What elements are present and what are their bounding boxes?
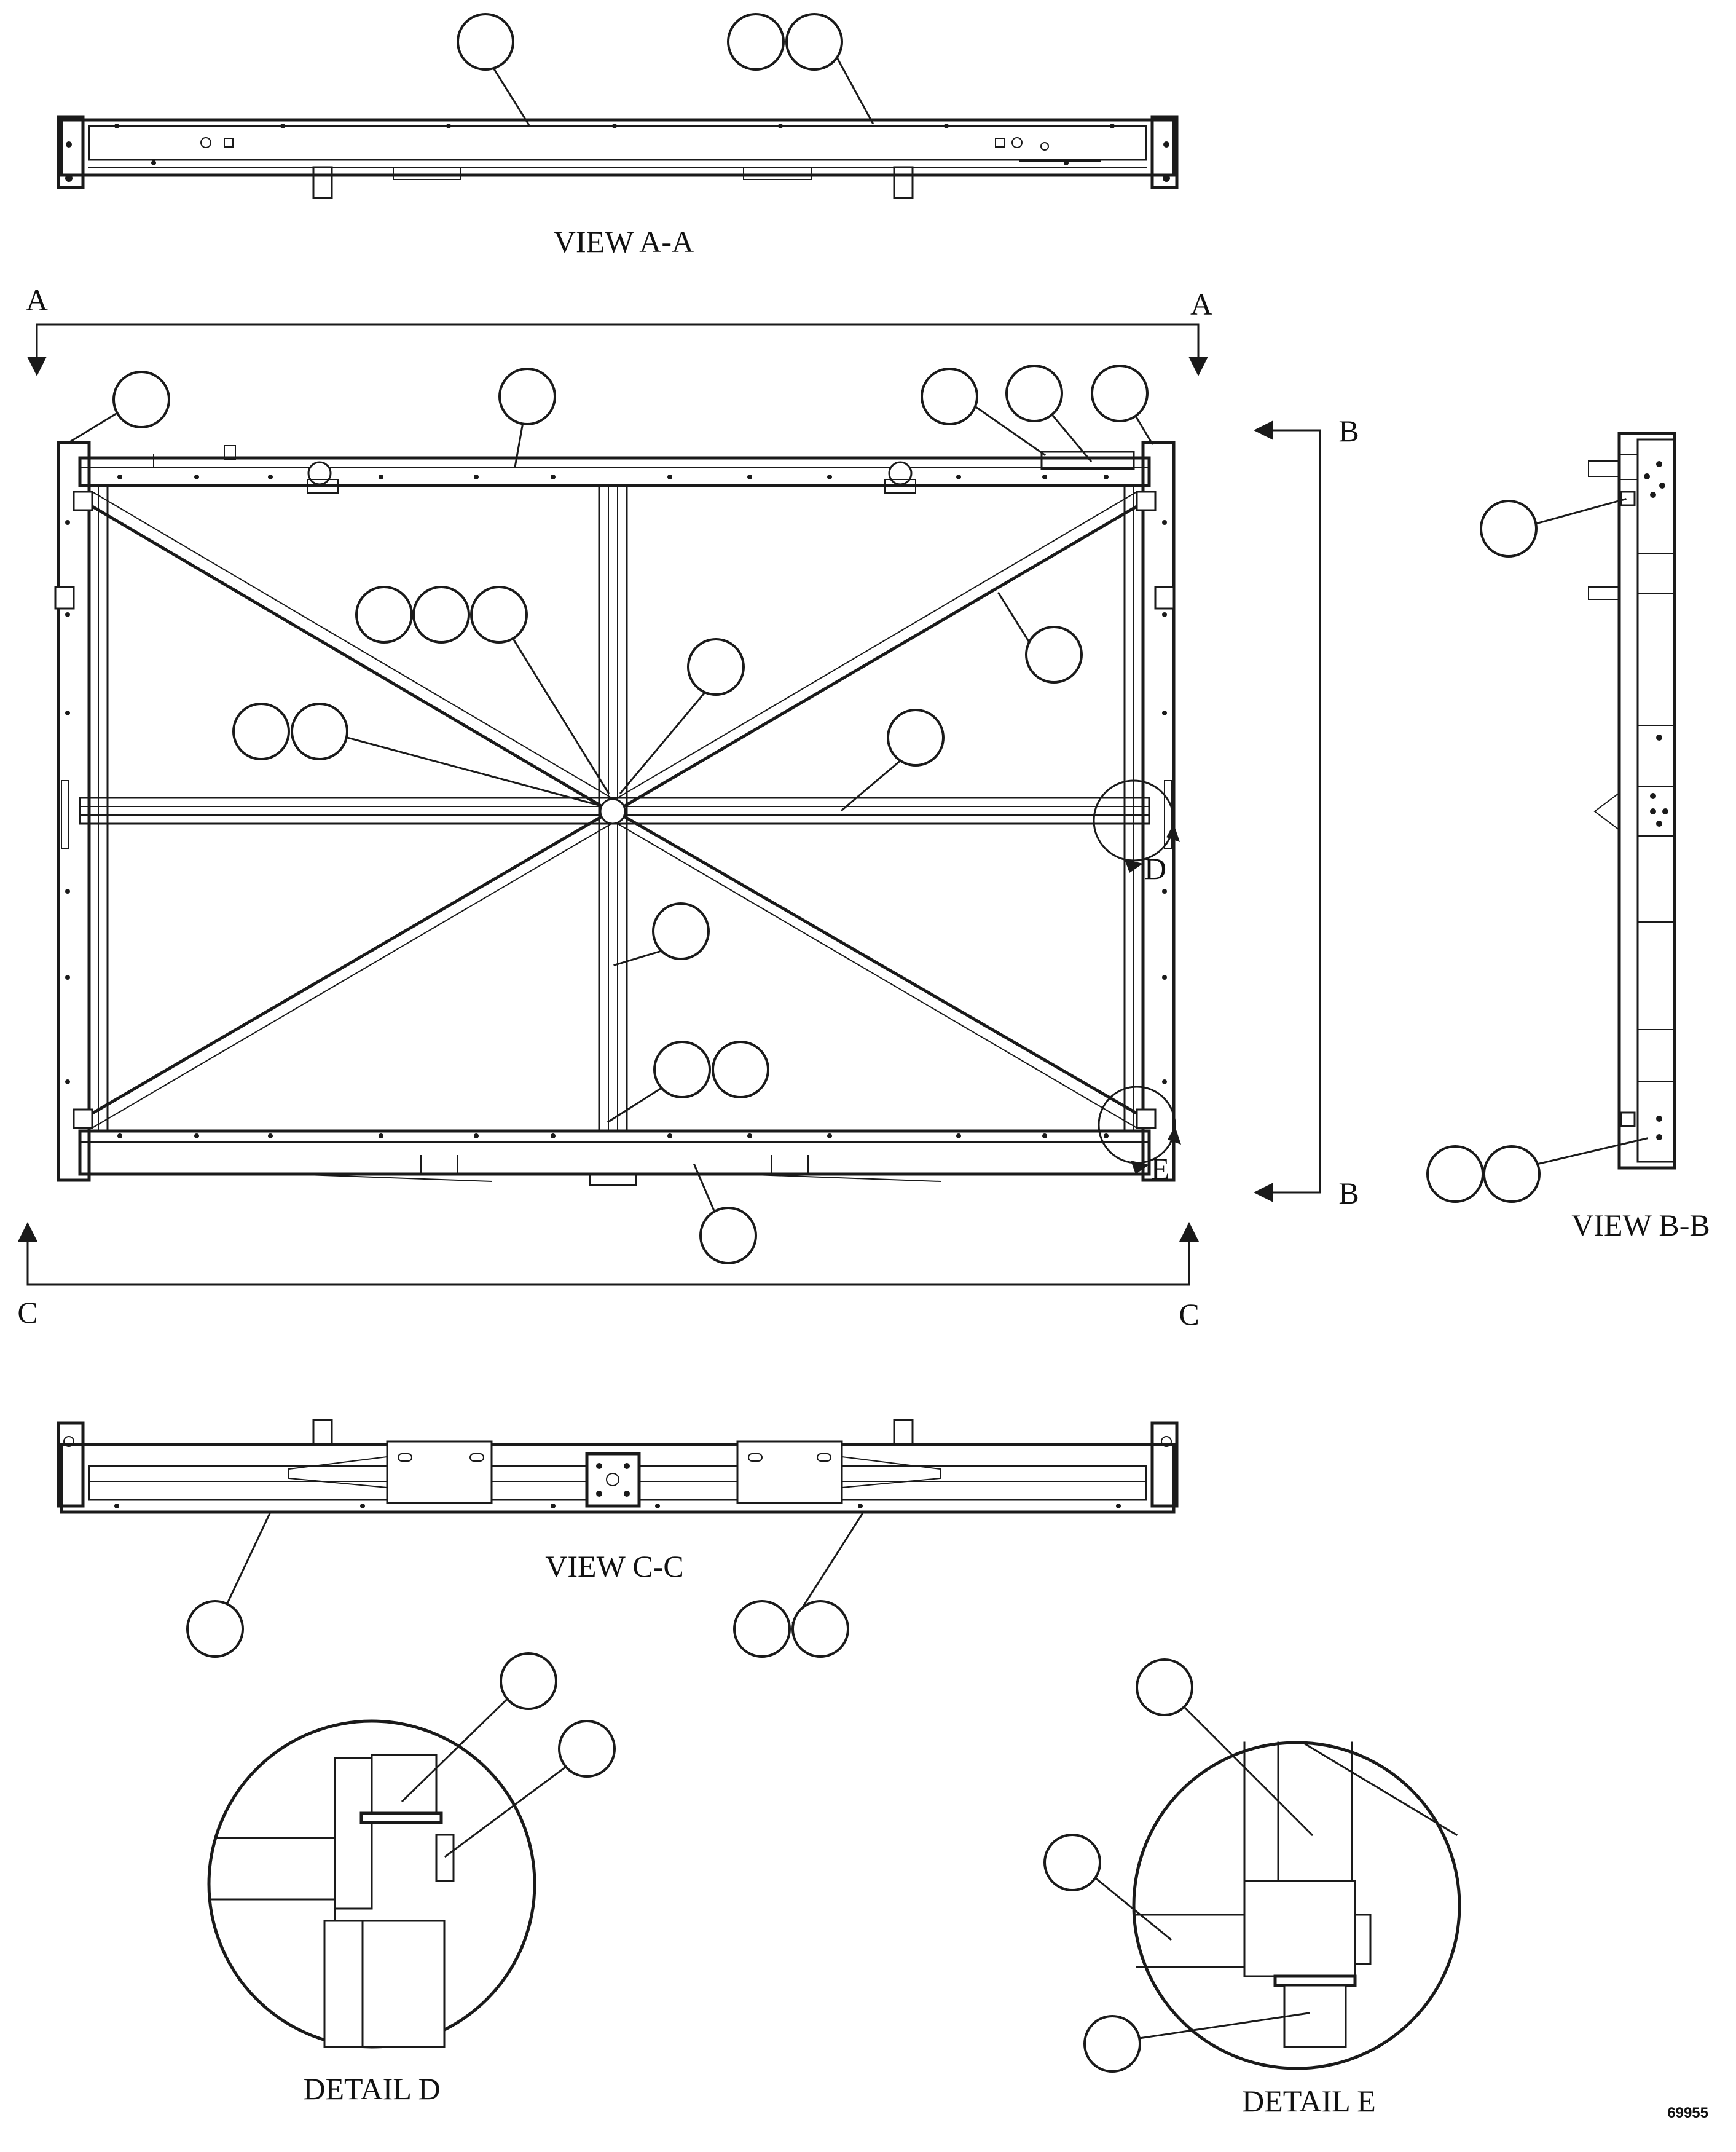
detail-e-circle	[1132, 1741, 1461, 2070]
callout-bubble	[1005, 365, 1063, 422]
callout-bubble	[558, 1720, 616, 1778]
diagonal-brace	[81, 499, 608, 811]
callout-bubble	[186, 1600, 244, 1658]
view-bb-label: VIEW B-B	[1571, 1208, 1710, 1242]
view-aa-left-bracket	[57, 115, 85, 189]
detail-e: DETAIL E	[1043, 1658, 1461, 2118]
view-aa-frame-outer	[60, 118, 1176, 177]
callout-bubble	[1091, 365, 1149, 422]
view-cc-frame-outer	[60, 1443, 1176, 1514]
callout-bubble	[687, 638, 745, 696]
view-aa-frame-beam	[88, 125, 1147, 161]
callout-bubble	[470, 586, 528, 644]
detail-e-label: DETAIL E	[1242, 2084, 1376, 2118]
section-b-bottom-letter: B	[1338, 1176, 1359, 1210]
callout-bubble	[727, 13, 785, 71]
view-aa-post-left	[312, 166, 333, 199]
callout-bubble	[887, 709, 945, 767]
callout-bubble	[785, 13, 843, 71]
callout-bubble	[1136, 1658, 1193, 1716]
section-c-right-letter: C	[1179, 1297, 1199, 1331]
top-plate	[1040, 451, 1135, 470]
right-side-rail	[1141, 441, 1176, 1182]
callout-bubble	[412, 586, 470, 644]
callout-bubble	[500, 1652, 557, 1710]
view-cc-label: VIEW C-C	[545, 1549, 683, 1583]
center-hub	[599, 798, 626, 825]
callout-bubble	[355, 586, 413, 644]
callout-bubble	[498, 368, 556, 425]
section-a-right-letter: A	[1190, 287, 1212, 321]
view-bb-rail	[1617, 432, 1676, 1170]
callout-bubble	[112, 371, 170, 428]
callout-bubble	[921, 368, 978, 425]
detail-d: DETAIL D	[207, 1652, 616, 2106]
callout-bubble	[1025, 626, 1083, 684]
view-aa-post-right	[893, 166, 914, 199]
top-beam	[78, 456, 1151, 487]
section-arrows-b: B B	[1254, 414, 1359, 1210]
callout-bubble	[712, 1041, 769, 1098]
center-vertical-member	[598, 484, 628, 1132]
callout-bubble	[1083, 2015, 1141, 2073]
view-cc-elevation: VIEW C-C	[57, 1419, 1179, 1658]
callout-bubble	[291, 703, 348, 760]
detail-d-marker-circle	[1093, 779, 1175, 862]
bottom-beam	[78, 1129, 1151, 1176]
detail-d-label: DETAIL D	[303, 2071, 440, 2106]
view-bb-elevation: VIEW B-B	[1426, 432, 1710, 1242]
detail-e-marker-letter: E	[1151, 1151, 1170, 1186]
view-aa-label: VIEW A-A	[554, 224, 694, 259]
section-a-left-letter: A	[26, 283, 48, 317]
callout-bubble	[653, 1041, 711, 1098]
callout-bubble	[699, 1207, 757, 1264]
callout-bubble	[791, 1600, 849, 1658]
callout-bubble	[457, 13, 514, 71]
lift-ring	[307, 461, 332, 486]
document-number: 69955	[1667, 2105, 1708, 2121]
lift-ring	[888, 461, 913, 486]
section-b-top-letter: B	[1338, 414, 1359, 448]
left-side-rail	[57, 441, 91, 1182]
section-arrows-c: C C	[17, 1222, 1200, 1331]
view-aa-right-bracket	[1150, 115, 1179, 189]
callout-bubble	[1043, 1834, 1101, 1891]
diagonal-brace	[618, 499, 1149, 811]
view-cc-mount-plate-right	[736, 1440, 843, 1504]
diagonal-brace	[81, 812, 608, 1121]
section-c-left-letter: C	[17, 1295, 37, 1330]
view-cc-mount-plate-left	[386, 1440, 493, 1504]
callout-bubble	[1426, 1145, 1484, 1203]
view-cc-left-bracket	[57, 1421, 85, 1508]
main-plan-view: D E	[54, 365, 1181, 1264]
view-aa-elevation: VIEW A-A	[57, 13, 1179, 259]
callout-bubble	[1483, 1145, 1541, 1203]
callout-bubble	[733, 1600, 791, 1658]
diagonal-brace	[618, 812, 1149, 1121]
callout-bubble	[232, 703, 290, 760]
view-cc-right-bracket	[1150, 1421, 1179, 1508]
view-cc-center-box	[585, 1452, 641, 1508]
section-arrows-a: A A	[26, 283, 1212, 376]
callout-bubble	[652, 902, 710, 960]
detail-d-marker-letter: D	[1144, 851, 1166, 886]
callout-bubble	[1480, 500, 1538, 558]
